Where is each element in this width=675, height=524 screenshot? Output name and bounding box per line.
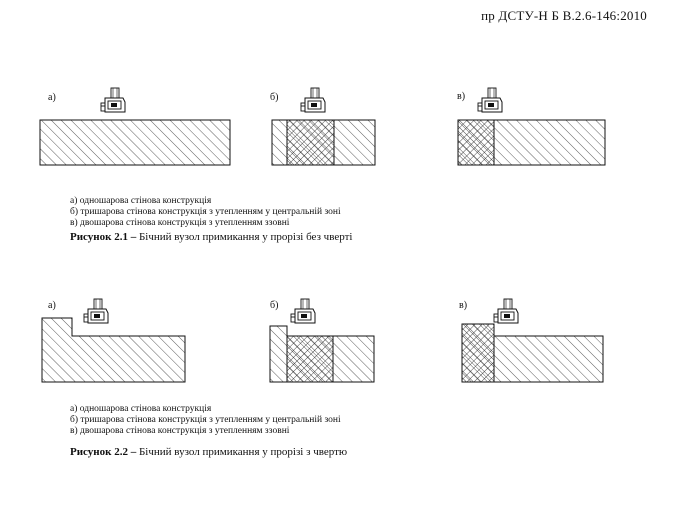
figure-2-2-panel-a: а) [41,298,186,383]
panel-label: б) [270,300,278,311]
insulation-core [286,119,335,166]
outer-insulation [457,119,495,166]
legend-item: а) одношарова стінова конструкція [70,196,212,206]
panel-label: б) [270,92,278,103]
figure-caption: Бічний вузол примикання у прорізі з чвер… [136,446,348,458]
figure-2-1-title: Рисунок 2.1 – Бічний вузол примикання у … [70,231,352,243]
window-frame-icon [100,87,126,113]
panel-label: а) [48,92,56,103]
window-frame-icon [493,298,519,324]
figure-2-1-panel-c: в) [457,87,606,166]
insulation-core [286,335,334,383]
panel-label: в) [457,91,465,102]
single-layer-wall-rebated [41,317,186,383]
figure-2-2-legend: а) одношарова стінова конструкція б) три… [70,404,341,437]
legend-item: б) тришарова стінова конструкція з утепл… [70,415,341,425]
legend-item: в) двошарова стінова конструкція з утепл… [70,218,290,228]
window-frame-icon [477,87,503,113]
figure-number: Рисунок 2.1 – [70,231,137,243]
figure-2-1-panel-a: а) [39,87,231,166]
figure-caption: Бічний вузол примикання у прорізі без чв… [136,231,353,243]
document-code: пр ДСТУ-Н Б В.2.6-146:2010 [481,8,647,23]
window-frame-icon [83,298,109,324]
figure-number: Рисунок 2.2 – [70,446,137,458]
window-frame-icon [300,87,326,113]
panel-label: в) [459,300,467,311]
legend-item: а) одношарова стінова конструкція [70,404,212,414]
figure-2-2-title: Рисунок 2.2 – Бічний вузол примикання у … [70,446,347,458]
figure-2-1-legend: а) одношарова стінова конструкція б) три… [70,196,341,229]
single-layer-wall [39,119,231,166]
legend-item: б) тришарова стінова конструкція з утепл… [70,207,341,217]
outer-insulation [461,323,495,383]
figure-2-2-panel-b: б) [269,298,375,383]
panel-label: а) [48,300,56,311]
figure-2-1-panel-b: б) [270,87,376,166]
legend-item: в) двошарова стінова конструкція з утепл… [70,426,290,436]
figure-2-2-panel-c: в) [459,298,604,383]
window-frame-icon [290,298,316,324]
